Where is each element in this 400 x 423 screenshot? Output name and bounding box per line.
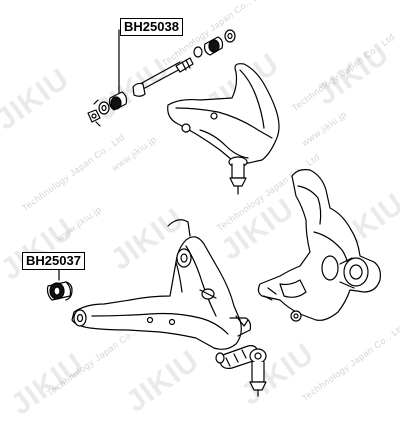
upper-control-arm	[167, 63, 280, 195]
part-label-lower: BH25037	[22, 252, 85, 270]
lower-arm-front-bushing	[73, 309, 87, 327]
steering-knuckle	[257, 169, 381, 322]
cross-shaft	[139, 61, 185, 90]
lower-ball-joint	[215, 315, 267, 397]
lower-arm-rear-bushing	[176, 248, 192, 268]
cross-shaft-collar	[132, 82, 146, 97]
upper-ball-joint	[229, 177, 247, 187]
lower-control-arm	[71, 219, 252, 350]
nut-left	[87, 109, 101, 123]
lower-bushing-part	[46, 281, 73, 301]
part-label-upper: BH25038	[120, 18, 183, 36]
knuckle-mount-hole	[290, 310, 302, 322]
upper-bushing-kit	[87, 29, 236, 127]
washer-left	[98, 101, 110, 115]
suspension-diagram	[46, 29, 381, 397]
washer-top-right	[224, 29, 236, 43]
washer-mid	[193, 46, 203, 58]
